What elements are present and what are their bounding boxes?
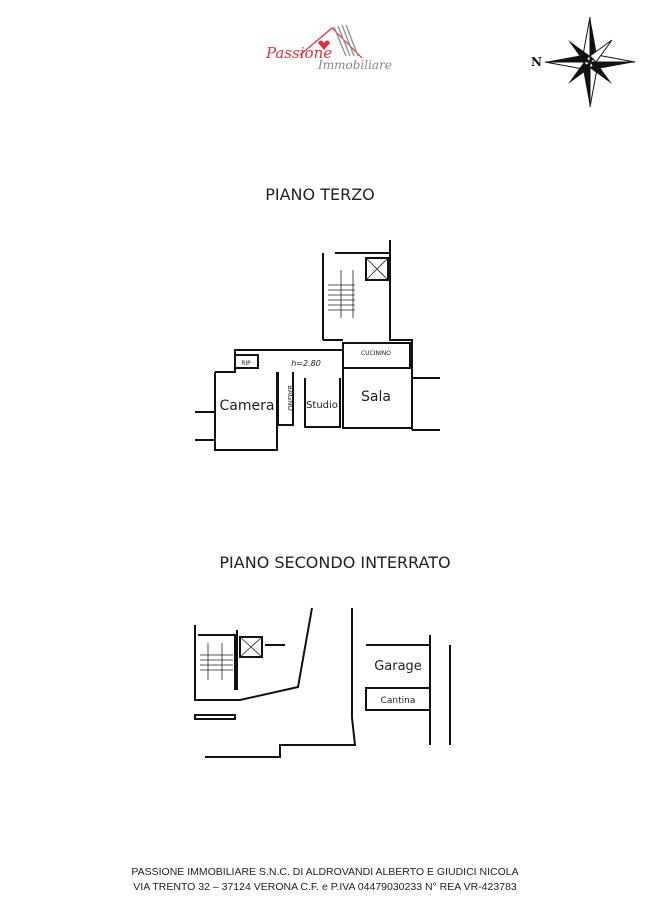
logo-text-sub: Immobiliare <box>317 58 392 72</box>
room-label-studio: Studio <box>306 400 338 411</box>
room-bagno <box>277 372 294 426</box>
compass-north-label: N <box>531 55 542 69</box>
ceiling-height-note: h=2.80 <box>291 359 321 368</box>
room-label-cantina: Cantina <box>381 696 416 706</box>
room-label-bagno: BAGNO <box>286 385 294 411</box>
compass-rose-icon <box>544 16 636 108</box>
room-ripostiglio <box>234 354 259 369</box>
room-cucinino <box>342 342 411 369</box>
footer-address: VIA TRENTO 32 – 37124 VERONA C.F. e P.IV… <box>133 881 517 893</box>
plan-piano-interrato <box>194 607 451 758</box>
room-label-sala: Sala <box>361 389 391 405</box>
room-label-garage: Garage <box>374 659 422 674</box>
footer-company: PASSIONE IMMOBILIARE S.N.C. DI ALDROVAND… <box>131 866 519 878</box>
logo-text-main: Passione <box>265 44 332 62</box>
room-cantina <box>365 687 431 711</box>
room-label-camera: Camera <box>220 398 275 414</box>
floor-title-interrato: PIANO SECONDO INTERRATO <box>219 553 450 572</box>
elevator-icon <box>365 257 389 281</box>
elevator-icon-2 <box>239 636 263 658</box>
room-label-cucinino: CUCININO <box>361 350 391 357</box>
footer: PASSIONE IMMOBILIARE S.N.C. DI ALDROVAND… <box>0 865 650 895</box>
plan-piano-terzo <box>195 240 440 451</box>
room-label-rip: RIP <box>241 360 251 367</box>
floor-title-terzo: PIANO TERZO <box>265 185 375 204</box>
agency-logo: Passione Immobiliare <box>265 24 392 72</box>
